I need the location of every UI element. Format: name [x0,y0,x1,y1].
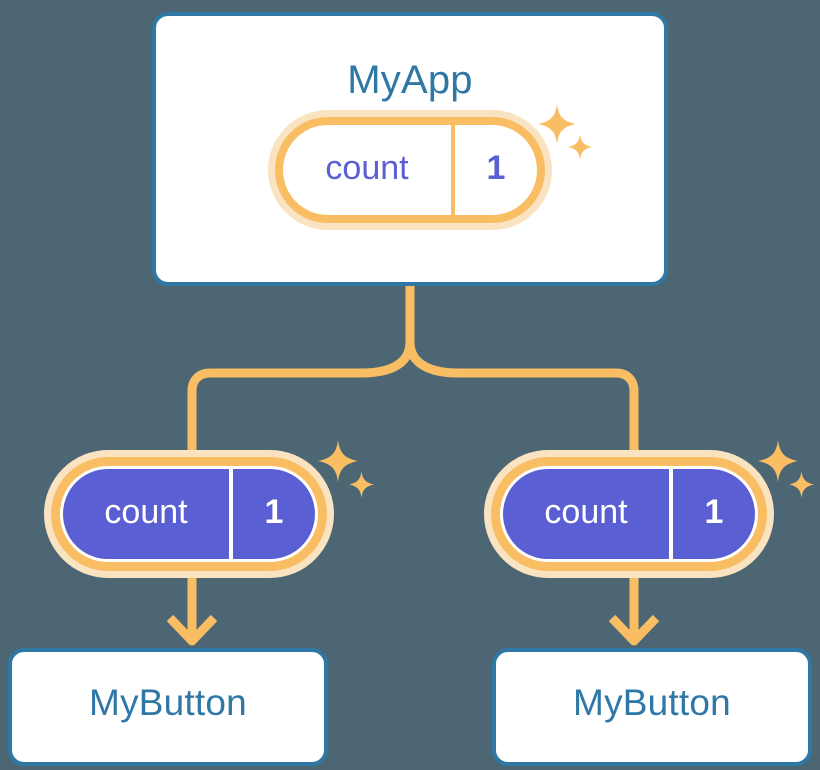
component-label: MyButton [89,682,247,723]
state-key-label: count [104,493,188,531]
pill-body: count 1 [500,466,758,562]
state-key-label: count [325,149,409,187]
connector-lines [166,280,660,646]
state-pill-myapp[interactable]: count 1 [268,110,552,230]
state-pill-consumer-right[interactable]: count 1 [484,450,774,578]
arrow-right-head [608,614,660,646]
pill-body: count 1 [283,125,537,215]
component-card-mybutton-left[interactable]: MyButton [8,648,328,766]
state-value-label: 1 [229,469,315,559]
pill-ring: count 1 [51,457,327,571]
state-value-label: 1 [669,469,755,559]
pill-ring: count 1 [275,117,545,223]
branch-right [405,341,639,452]
branch-left [187,341,415,452]
arrow-left-head [166,614,218,646]
component-label: MyButton [573,682,731,723]
page-title: MyApp [347,58,473,102]
component-card-mybutton-right[interactable]: MyButton [492,648,812,766]
state-key-label: count [544,493,628,531]
pill-ring: count 1 [491,457,767,571]
pill-body: count 1 [60,466,318,562]
state-pill-consumer-left[interactable]: count 1 [44,450,334,578]
state-value-label: 1 [451,125,537,215]
